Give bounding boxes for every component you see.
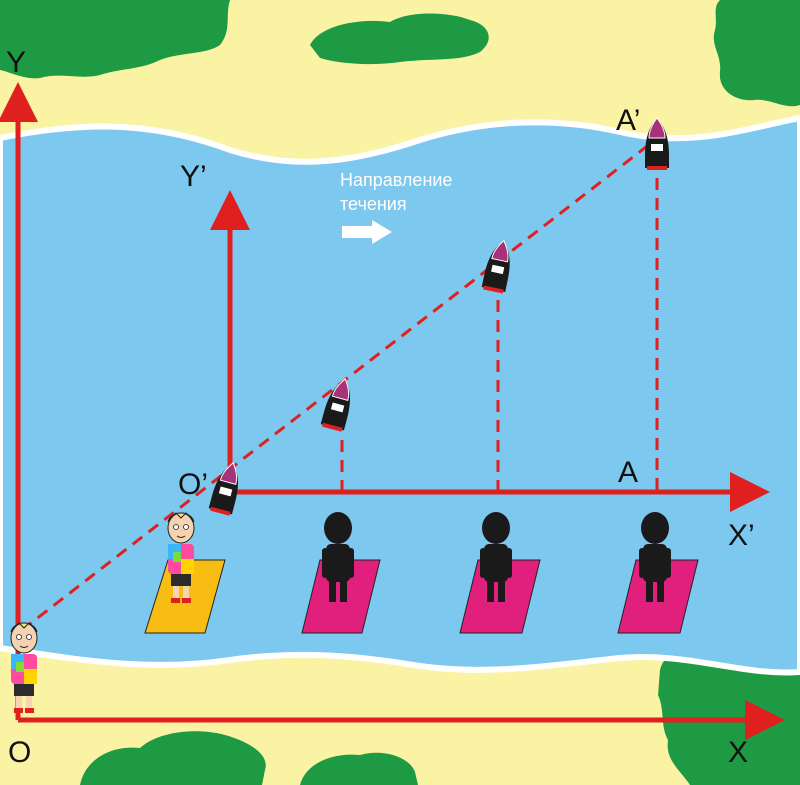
boy-icon [10,622,38,713]
current-label-line1: Направление [340,170,452,190]
tree-bottom-left [80,731,266,785]
person-silhouette-icon [322,512,354,602]
tree-top-left [0,0,230,79]
axis-labels: Y X O Y’ X’ O’ A A’ [6,46,755,769]
boy-icon [167,512,195,603]
boat-icon [320,378,350,432]
silhouettes [322,512,671,602]
arrow-right-icon [342,220,392,244]
boat-icon [481,239,510,294]
point-a-label: A [618,456,638,489]
x-axis-label: X [728,736,748,769]
axes [0,82,785,740]
boat-icon [208,462,238,516]
person-silhouette-icon [480,512,512,602]
origin-prime-label: O’ [178,468,208,501]
x-prime-axis-label: X’ [728,519,755,552]
boat-icon [645,117,669,170]
y-axis-label: Y [6,46,26,79]
boats [208,117,669,516]
tree-bottom-middle [300,752,418,785]
y-prime-axis-label: Y’ [180,160,207,193]
current-direction-label: Направление течения [340,170,452,214]
tree-top-right [713,0,800,107]
tree-top-middle [310,13,489,65]
person-silhouette-icon [639,512,671,602]
current-label-line2: течения [340,194,407,214]
origin-label: O [8,736,31,769]
point-a-prime-label: A’ [616,104,640,137]
river-water [0,114,800,676]
